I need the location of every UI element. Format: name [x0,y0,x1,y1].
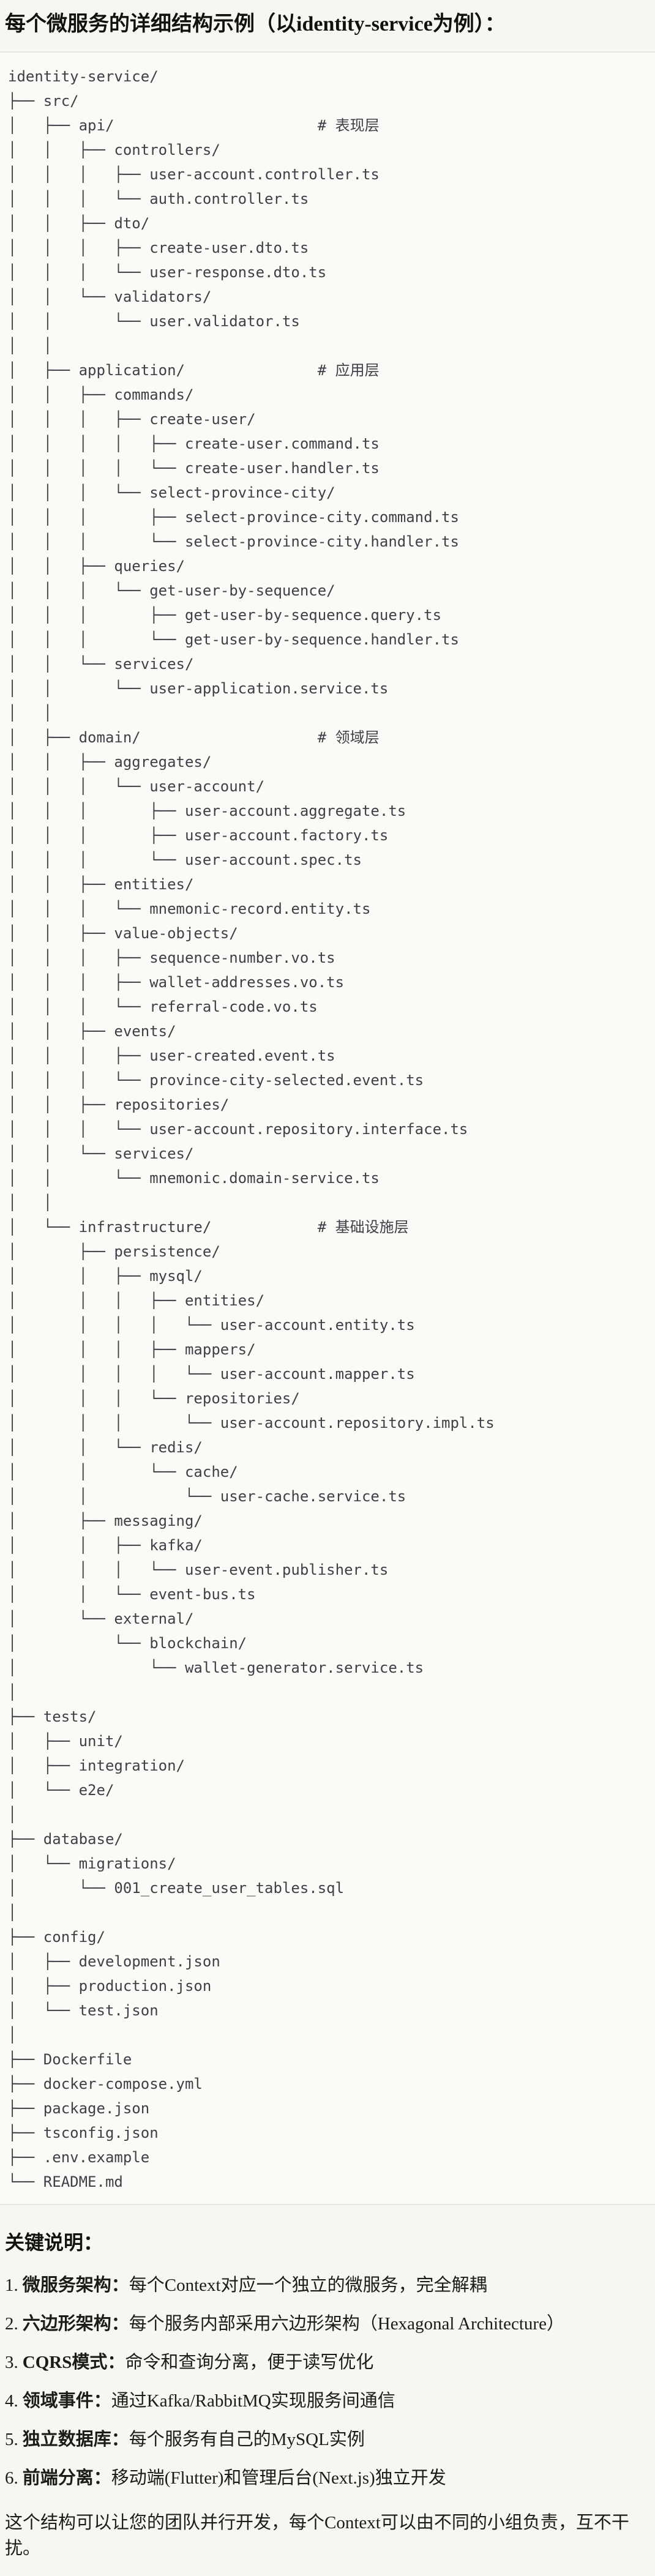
note-item: 2.六边形架构：每个服务内部采用六边形架构（Hexagonal Architec… [5,2311,649,2337]
document-page: 每个微服务的详细结构示例（以identity-service为例）： ident… [0,11,655,2561]
note-item: 6.前端分离：移动端(Flutter)和管理后台(Next.js)独立开发 [5,2465,649,2491]
closing-paragraph: 这个结构可以让您的团队并行开发，每个Context可以由不同的小组负责，互不干扰… [5,2513,629,2559]
page-title: 每个微服务的详细结构示例（以identity-service为例）： [5,13,506,35]
note-item: 3.CQRS模式：命令和查询分离，便于读写优化 [5,2350,649,2375]
note-label: 前端分离： [22,2468,111,2488]
note-number: 2. [5,2314,18,2334]
note-label: 独立数据库： [22,2430,129,2450]
directory-tree-code-block: identity-service/ ├── src/ │ ├── api/ # … [0,51,655,2206]
note-text: 每个Context对应一个独立的微服务，完全解耦 [129,2275,487,2296]
note-text: 命令和查询分离，便于读写优化 [125,2353,374,2373]
note-label: 微服务架构： [22,2275,129,2296]
note-number: 3. [5,2353,18,2373]
note-text: 每个服务内部采用六边形架构（Hexagonal Architecture） [129,2314,564,2334]
note-number: 5. [5,2430,18,2450]
note-item: 5.独立数据库：每个服务有自己的MySQL实例 [5,2427,649,2452]
note-label: CQRS模式： [22,2353,125,2373]
notes-list: 1.微服务架构：每个Context对应一个独立的微服务，完全解耦 2.六边形架构… [0,2272,655,2491]
note-number: 1. [5,2275,18,2296]
note-item: 4.领域事件：通过Kafka/RabbitMQ实现服务间通信 [5,2388,649,2414]
note-label: 六边形架构： [22,2314,129,2334]
notes-heading: 关键说明： [5,2231,103,2254]
note-label: 领域事件： [22,2391,111,2411]
note-item: 1.微服务架构：每个Context对应一个独立的微服务，完全解耦 [5,2272,649,2298]
note-text: 移动端(Flutter)和管理后台(Next.js)独立开发 [111,2468,446,2488]
note-text: 每个服务有自己的MySQL实例 [129,2430,365,2450]
note-text: 通过Kafka/RabbitMQ实现服务间通信 [111,2391,395,2411]
note-number: 6. [5,2468,18,2488]
note-number: 4. [5,2391,18,2411]
